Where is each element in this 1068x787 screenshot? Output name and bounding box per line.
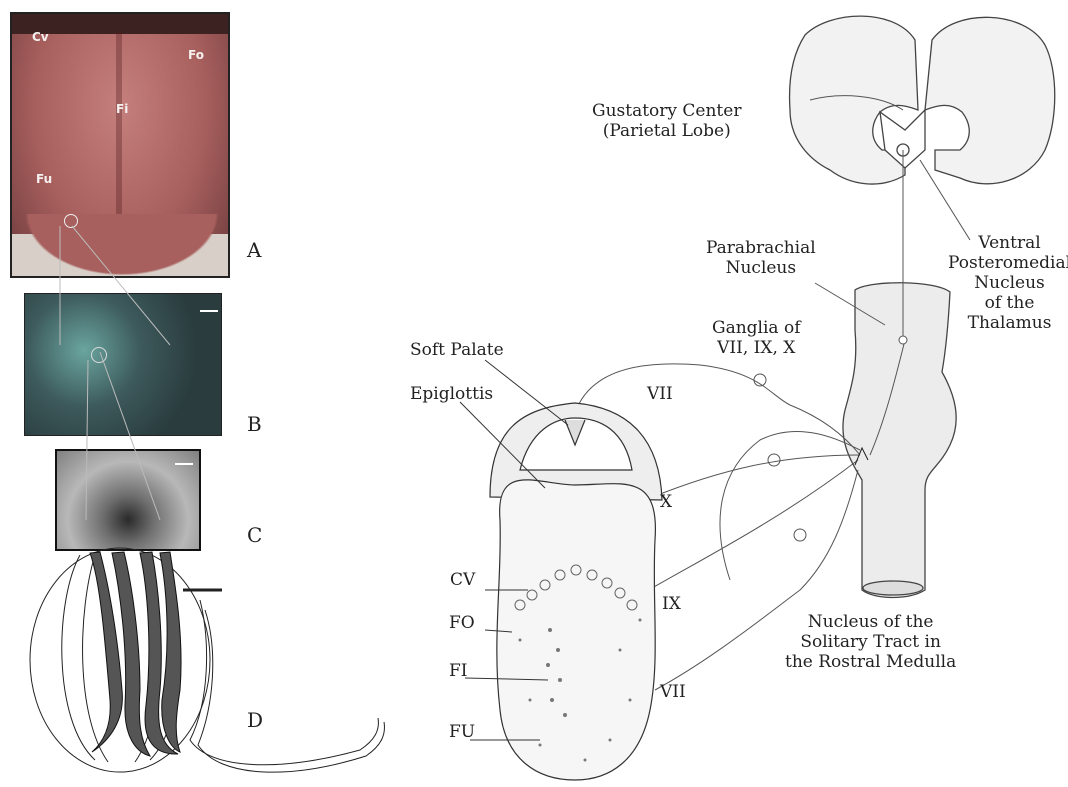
label-nts: Nucleus of the Solitary Tract in the Ros… (785, 612, 956, 672)
tongue-drawing (490, 403, 662, 780)
taste-bud-drawing (30, 548, 384, 772)
label-line: Solitary Tract in (785, 632, 956, 652)
label-line: Ventral (948, 233, 1068, 253)
label-nerve-ix: IX (662, 594, 681, 614)
label-line: Parabrachial (706, 238, 816, 258)
zoom-line (86, 360, 88, 520)
label-line: Gustatory Center (592, 101, 741, 121)
label-ganglia: Ganglia of VII, IX, X (712, 318, 801, 358)
label-line: the Rostral Medulla (785, 652, 956, 672)
label-line: VII, IX, X (712, 338, 801, 358)
label-line: (Parietal Lobe) (592, 121, 741, 141)
label-nerve-x: X (660, 492, 672, 512)
label-cv: CV (450, 570, 475, 590)
label-fi: FI (449, 661, 468, 681)
label-nerve-vii-bottom: VII (660, 682, 686, 702)
brainstem (843, 283, 956, 598)
label-vpm: Ventral Posteromedial Nucleus of the Tha… (948, 233, 1068, 333)
brain-section (790, 16, 1055, 184)
label-line: Posteromedial (948, 253, 1068, 273)
label-parabrachial: Parabrachial Nucleus (706, 238, 816, 278)
zoom-line (100, 352, 160, 520)
label-nerve-vii-top: VII (647, 384, 673, 404)
label-soft-palate: Soft Palate (410, 340, 504, 360)
label-line: Thalamus (948, 313, 1068, 333)
label-line: Nucleus of the (785, 612, 956, 632)
label-epiglottis: Epiglottis (410, 384, 493, 404)
label-line: Ganglia of (712, 318, 801, 338)
label-line: Nucleus (948, 273, 1068, 293)
label-gustatory-center: Gustatory Center (Parietal Lobe) (592, 101, 741, 141)
label-line: Nucleus (706, 258, 816, 278)
zoom-line (72, 226, 170, 345)
label-fo: FO (449, 613, 475, 633)
label-fu: FU (449, 722, 475, 742)
label-line: of the (948, 293, 1068, 313)
